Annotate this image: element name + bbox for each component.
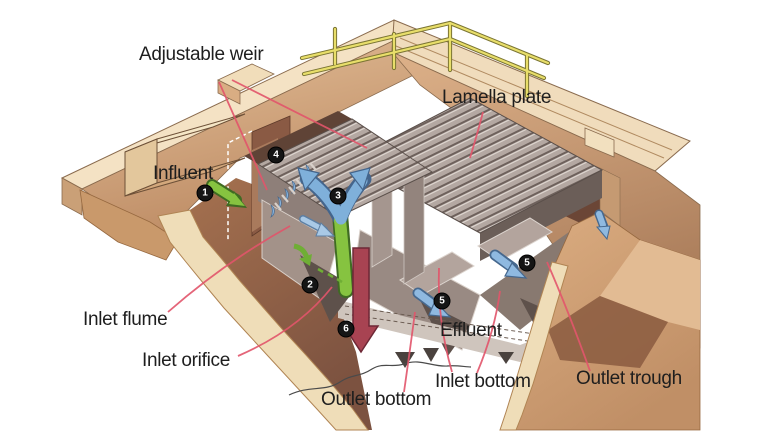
step-badge-1: 1 <box>197 185 213 201</box>
influent-arrow <box>206 179 247 208</box>
riser-flow-arrow <box>297 167 372 298</box>
step-badge-6: 6 <box>338 321 354 337</box>
outlet-trough-arrow <box>594 209 611 241</box>
flow-arrows <box>206 167 611 354</box>
handrail <box>299 20 551 99</box>
leader-outlet-bottom <box>403 311 416 393</box>
orifice-flow-arrow <box>293 243 343 284</box>
label-outlet-bottom: Outlet bottom <box>321 389 432 410</box>
leader-lines <box>167 79 591 393</box>
lamella-plate-bank-2 <box>346 97 604 234</box>
leader-inlet-flume <box>167 225 291 313</box>
label-lamella-plate: Lamella plate <box>442 87 552 108</box>
step-badge-2: 2 <box>302 277 318 293</box>
label-outlet-trough: Outlet trough <box>576 368 682 389</box>
effluent-arrow-right <box>489 249 528 279</box>
internal-flow-arrow <box>299 215 336 237</box>
lamella-plate-bank-1 <box>256 118 434 218</box>
step-badge-5a: 5 <box>434 293 450 309</box>
outlet-trough-structure <box>499 211 701 431</box>
label-inlet-flume: Inlet flume <box>83 309 168 330</box>
leader-outlet-trough <box>546 261 591 372</box>
leader-lamella-plate <box>469 111 484 159</box>
label-effluent: Effluent <box>440 320 502 341</box>
label-influent: Influent <box>153 163 213 184</box>
label-inlet-bottom: Inlet bottom <box>435 371 531 392</box>
leader-inlet-bottom-2 <box>476 290 501 374</box>
step-badge-5b: 5 <box>519 255 535 271</box>
left-cut-mass <box>79 178 372 430</box>
leader-adjustable-weir-2 <box>231 79 368 149</box>
label-adjustable-weir: Adjustable weir <box>139 44 264 65</box>
label-inlet-orifice: Inlet orifice <box>142 350 230 371</box>
leader-adjustable-weir-1 <box>218 81 268 191</box>
effluent-arrow-left <box>412 287 452 318</box>
influent-channel <box>124 113 246 197</box>
step-badge-4: 4 <box>268 147 284 163</box>
leader-inlet-bottom-1 <box>437 267 453 373</box>
leader-inlet-orifice <box>237 286 333 357</box>
step-badge-3: 3 <box>330 188 346 204</box>
